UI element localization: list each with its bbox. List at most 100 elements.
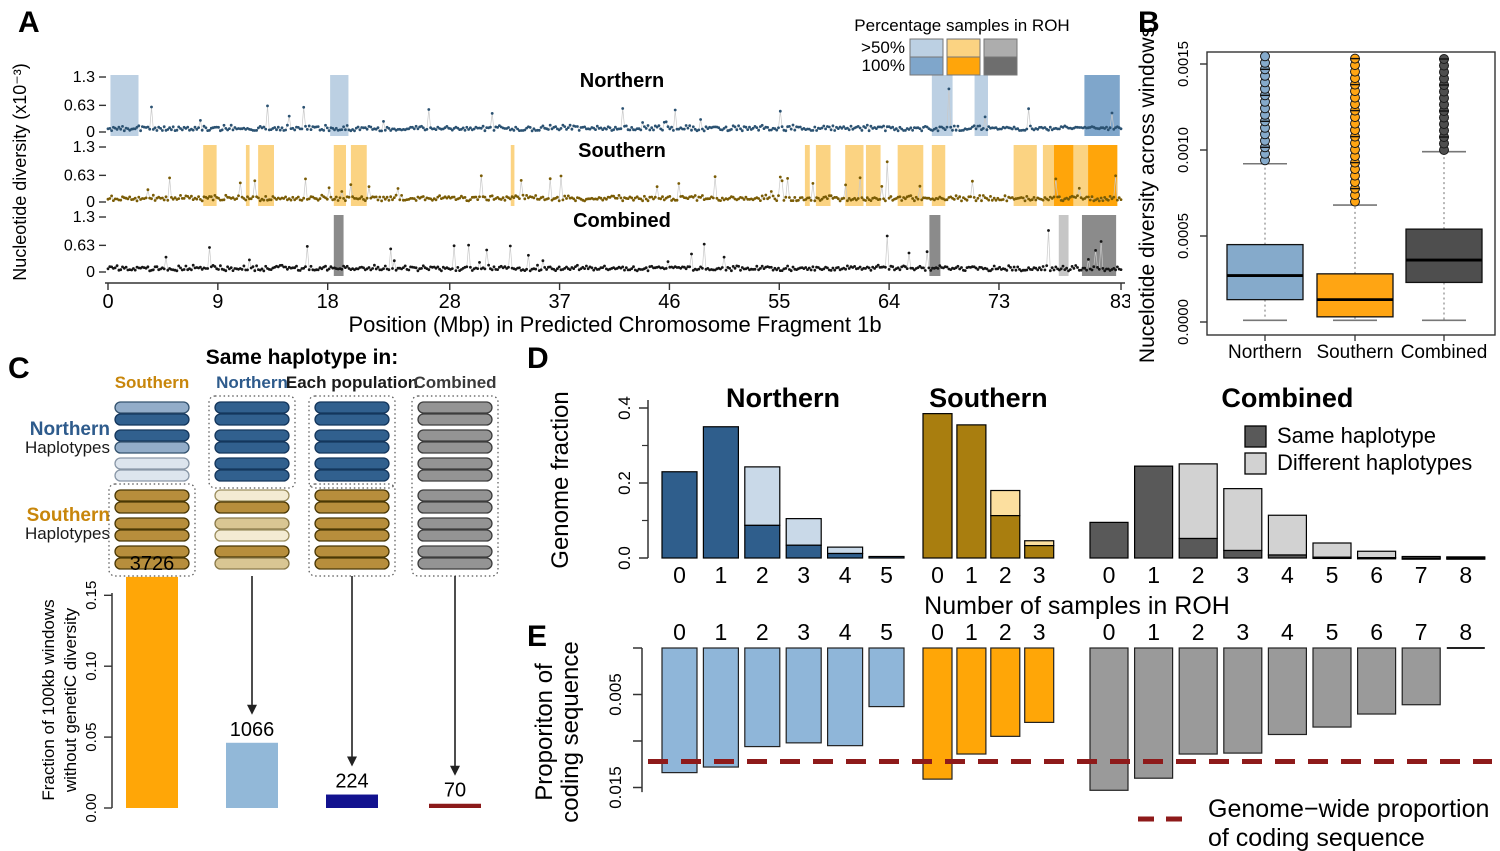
- scatter-point: [952, 124, 956, 128]
- scatter-point: [434, 198, 438, 202]
- scatter-point: [778, 175, 782, 179]
- scatter-point: [1009, 266, 1012, 269]
- scatter-point: [139, 129, 143, 133]
- scatter-point: [525, 267, 528, 271]
- x-tick-label: 2: [1192, 620, 1205, 645]
- scatter-point: [860, 129, 864, 132]
- scatter-point: [1061, 264, 1065, 268]
- scatter-point: [222, 198, 226, 202]
- scatter-point: [324, 264, 327, 268]
- x-tick-label: 5: [1326, 620, 1339, 645]
- same-haplotype-header: Same haplotype in:: [206, 346, 399, 369]
- bar-same: [1089, 521, 1129, 559]
- bar-same: [1312, 556, 1352, 560]
- scatter-point: [208, 246, 211, 249]
- bar-same: [785, 544, 822, 559]
- scatter-point: [151, 268, 155, 272]
- scatter-point: [469, 198, 472, 202]
- scatter-point: [780, 179, 784, 183]
- scatter-point: [583, 125, 586, 129]
- scatter-point: [769, 265, 773, 269]
- scatter-point: [1043, 126, 1047, 129]
- scatter-point: [641, 121, 644, 124]
- scatter-point: [296, 195, 300, 199]
- roh-band-50: [110, 75, 139, 136]
- bar-different: [1267, 514, 1308, 556]
- x-tick-label: 5: [880, 562, 893, 588]
- scatter-point: [724, 125, 728, 129]
- scatter-point: [338, 196, 342, 200]
- scatter-point: [880, 185, 884, 188]
- scatter-point: [291, 126, 295, 130]
- scatter-point: [119, 127, 123, 131]
- scatter-point: [389, 195, 393, 199]
- scatter-point: [380, 129, 383, 133]
- haplotype-pill: [417, 501, 493, 514]
- scatter-point: [978, 194, 982, 197]
- scatter-point: [309, 264, 313, 268]
- scatter-point: [380, 199, 383, 203]
- scatter-point: [619, 196, 623, 200]
- scatter-point: [599, 196, 603, 200]
- bar-same: [1178, 537, 1218, 559]
- scatter-point: [460, 194, 463, 198]
- scatter-point: [539, 268, 543, 272]
- scatter-point: [947, 87, 951, 91]
- x-tick-label: 4: [1281, 562, 1294, 588]
- scatter-point: [541, 124, 545, 128]
- scatter-point: [414, 124, 418, 128]
- panel-d-label: D: [527, 342, 549, 375]
- scatter-point: [936, 129, 940, 133]
- scatter-point: [496, 126, 499, 129]
- scatter-point: [686, 197, 690, 201]
- scatter-point: [798, 125, 802, 129]
- scatter-point: [583, 267, 586, 270]
- y-tick-label: 0.63: [64, 167, 95, 184]
- scatter-point: [229, 266, 233, 269]
- bar-different: [827, 546, 864, 555]
- x-tick-label: 2: [999, 620, 1012, 645]
- scatter-point: [904, 129, 907, 132]
- scatter-point: [547, 128, 550, 131]
- scatter-point: [324, 123, 327, 127]
- scatter-point: [420, 267, 423, 270]
- legend-swatch: [1244, 425, 1267, 448]
- scatter-point: [162, 125, 166, 129]
- scatter-point: [508, 197, 512, 201]
- scatter-point: [458, 196, 461, 200]
- scatter-point: [204, 126, 208, 130]
- scatter-point: [954, 194, 958, 198]
- scatter-point: [1106, 128, 1110, 132]
- scatter-point: [826, 266, 829, 270]
- scatter-point: [195, 197, 199, 201]
- scatter-point: [168, 176, 172, 180]
- roh-band-50: [931, 145, 946, 206]
- scatter-point: [811, 129, 815, 132]
- scatter-point: [186, 195, 190, 198]
- scatter-point: [764, 193, 768, 197]
- scatter-point: [592, 268, 596, 272]
- count-bar: [226, 742, 278, 808]
- coding-bar: [785, 647, 822, 744]
- scatter-point: [414, 199, 418, 202]
- scatter-point: [684, 124, 688, 127]
- x-tick-label: 0: [931, 562, 944, 588]
- scatter-point: [1021, 196, 1025, 200]
- x-tick-label: 7: [1415, 620, 1428, 645]
- y-tick-label: 0.0000: [1175, 299, 1192, 345]
- x-tick-label: 83: [1110, 291, 1130, 313]
- scatter-point: [635, 269, 639, 273]
- scatter-point: [844, 267, 847, 271]
- panel-c-label: C: [8, 352, 30, 385]
- haplotype-pill: [214, 529, 290, 542]
- scatter-point: [392, 196, 396, 200]
- haplotype-pill: [114, 545, 190, 558]
- scatter-point: [887, 268, 891, 271]
- scatter-point: [813, 199, 817, 203]
- scatter-point: [499, 264, 503, 268]
- bar-different: [1223, 488, 1263, 552]
- scatter-point: [481, 124, 485, 128]
- scatter-point: [1096, 266, 1099, 269]
- haplotype-pill: [314, 429, 390, 442]
- scatter-point: [572, 197, 576, 201]
